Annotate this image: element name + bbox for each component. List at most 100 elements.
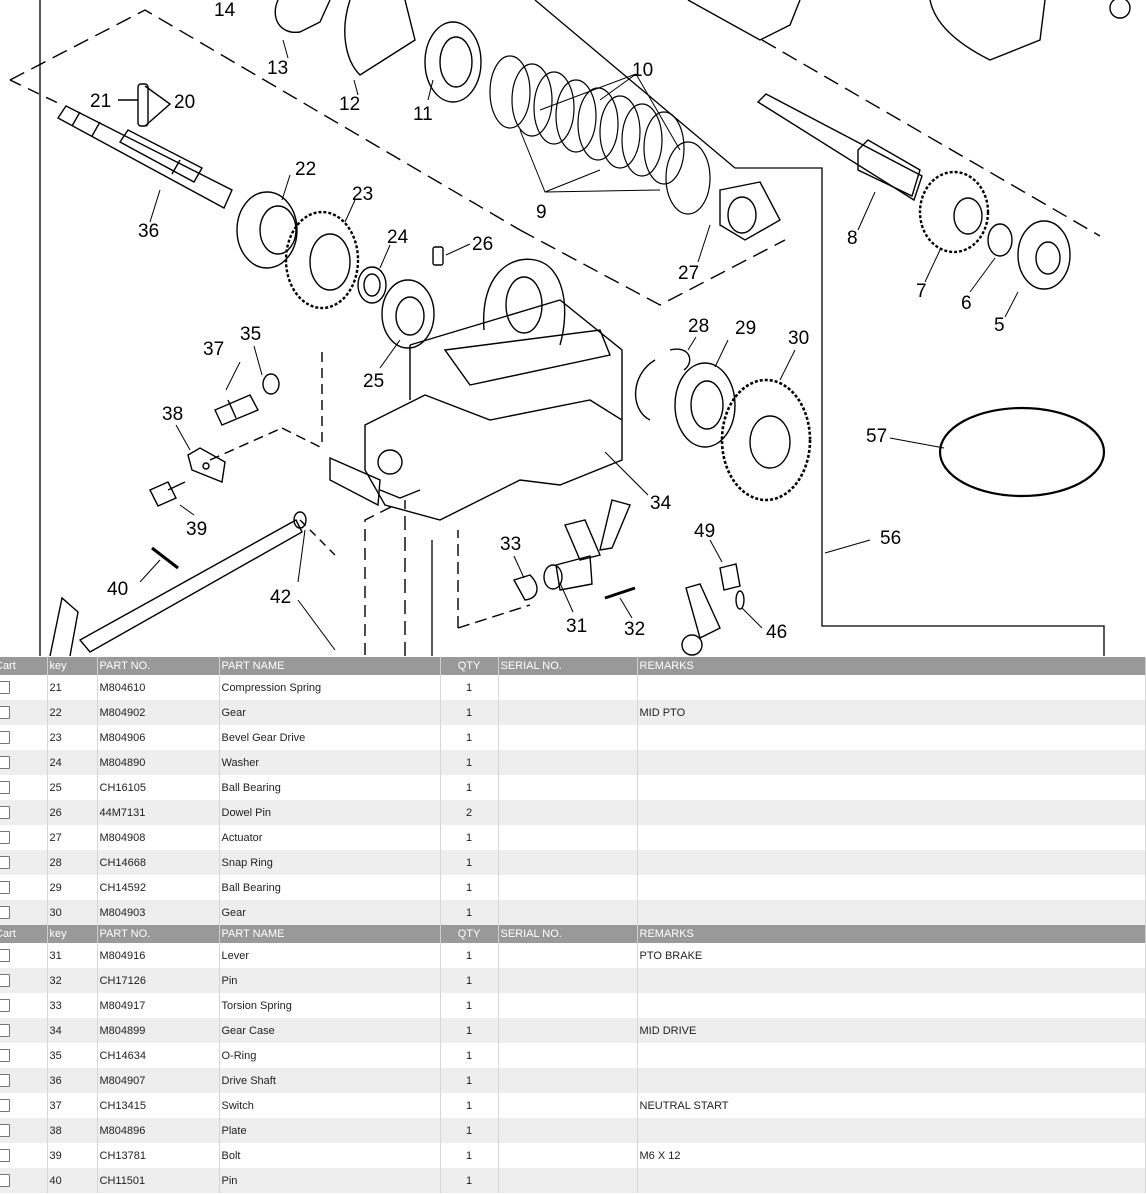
header-col-remarks: REMARKS <box>637 657 1146 675</box>
add-to-cart-checkbox[interactable] <box>0 881 10 894</box>
add-to-cart-checkbox[interactable] <box>0 974 10 987</box>
remarks-cell <box>637 875 1146 900</box>
add-to-cart-checkbox[interactable] <box>0 756 10 769</box>
part-name-cell: Gear Case <box>219 1018 441 1043</box>
callout-label: 6 <box>961 293 972 314</box>
part-name-cell: Switch <box>219 1093 441 1118</box>
part-no-cell: M804907 <box>97 1068 220 1093</box>
header-col-serial-no: SERIAL NO. <box>498 657 638 675</box>
part-name-cell: Lever <box>219 943 441 968</box>
cart-cell <box>0 993 48 1018</box>
add-to-cart-checkbox[interactable] <box>0 781 10 794</box>
add-to-cart-checkbox[interactable] <box>0 949 10 962</box>
callout-label: 20 <box>174 92 195 113</box>
add-to-cart-checkbox[interactable] <box>0 831 10 844</box>
add-to-cart-checkbox[interactable] <box>0 856 10 869</box>
callout-label: 30 <box>788 328 809 349</box>
add-to-cart-checkbox[interactable] <box>0 906 10 919</box>
part-no-cell: M804610 <box>97 675 220 700</box>
header-col-part-no: PART NO. <box>97 657 220 675</box>
remarks-cell: MID PTO <box>637 700 1146 725</box>
qty-cell: 1 <box>440 993 499 1018</box>
header-col-part-name: PART NAME <box>219 657 441 675</box>
remarks-cell <box>637 968 1146 993</box>
callout-label: 29 <box>735 318 756 339</box>
part-no-cell: M804908 <box>97 825 220 850</box>
callout-label: 25 <box>363 371 384 392</box>
add-to-cart-checkbox[interactable] <box>0 999 10 1012</box>
key-cell: 33 <box>47 993 98 1018</box>
remarks-cell <box>637 775 1146 800</box>
key-cell: 22 <box>47 700 98 725</box>
header-col-cart: Cart <box>0 657 48 675</box>
callout-label: 38 <box>162 404 183 425</box>
add-to-cart-checkbox[interactable] <box>0 1074 10 1087</box>
callout-label: 8 <box>847 228 858 249</box>
remarks-cell <box>637 1043 1146 1068</box>
serial-no-cell <box>498 1168 638 1193</box>
callout-label: 21 <box>90 91 111 112</box>
key-cell: 28 <box>47 850 98 875</box>
cart-cell <box>0 750 48 775</box>
key-cell: 21 <box>47 675 98 700</box>
cart-cell <box>0 943 48 968</box>
part-name-cell: Actuator <box>219 825 441 850</box>
remarks-cell <box>637 725 1146 750</box>
serial-no-cell <box>498 850 638 875</box>
qty-cell: 1 <box>440 1018 499 1043</box>
add-to-cart-checkbox[interactable] <box>0 731 10 744</box>
remarks-cell <box>637 750 1146 775</box>
callout-label: 35 <box>240 324 261 345</box>
part-no-cell: CH13781 <box>97 1143 220 1168</box>
qty-cell: 1 <box>440 1143 499 1168</box>
callout-label: 32 <box>624 619 645 640</box>
callout-label: 39 <box>186 519 207 540</box>
add-to-cart-checkbox[interactable] <box>0 1149 10 1162</box>
key-cell: 25 <box>47 775 98 800</box>
qty-cell: 1 <box>440 750 499 775</box>
key-cell: 23 <box>47 725 98 750</box>
add-to-cart-checkbox[interactable] <box>0 1124 10 1137</box>
header-col-remarks: REMARKS <box>637 925 1146 943</box>
part-no-cell: CH14668 <box>97 850 220 875</box>
serial-no-cell <box>498 875 638 900</box>
callout-label: 14 <box>214 0 236 21</box>
part-name-cell: Gear <box>219 700 441 725</box>
add-to-cart-checkbox[interactable] <box>0 806 10 819</box>
remarks-cell <box>637 1068 1146 1093</box>
serial-no-cell <box>498 775 638 800</box>
cart-cell <box>0 900 48 925</box>
key-cell: 31 <box>47 943 98 968</box>
add-to-cart-checkbox[interactable] <box>0 1174 10 1187</box>
serial-no-cell <box>498 1143 638 1168</box>
add-to-cart-checkbox[interactable] <box>0 681 10 694</box>
remarks-cell <box>637 1118 1146 1143</box>
callout-label: 40 <box>107 579 128 600</box>
qty-cell: 1 <box>440 775 499 800</box>
add-to-cart-checkbox[interactable] <box>0 706 10 719</box>
add-to-cart-checkbox[interactable] <box>0 1049 10 1062</box>
cart-cell <box>0 675 48 700</box>
callout-label: 11 <box>413 104 433 125</box>
callout-label: 27 <box>678 263 699 284</box>
part-name-cell: Compression Spring <box>219 675 441 700</box>
qty-cell: 1 <box>440 1168 499 1193</box>
add-to-cart-checkbox[interactable] <box>0 1024 10 1037</box>
cart-cell <box>0 850 48 875</box>
part-no-cell: CH14634 <box>97 1043 220 1068</box>
header-col-part-no: PART NO. <box>97 925 220 943</box>
qty-cell: 1 <box>440 1043 499 1068</box>
part-no-cell: CH13415 <box>97 1093 220 1118</box>
remarks-cell <box>637 1168 1146 1193</box>
remarks-cell: M6 X 12 <box>637 1143 1146 1168</box>
callout-label: 37 <box>203 339 224 360</box>
add-to-cart-checkbox[interactable] <box>0 1099 10 1112</box>
callout-label: 49 <box>694 521 715 542</box>
